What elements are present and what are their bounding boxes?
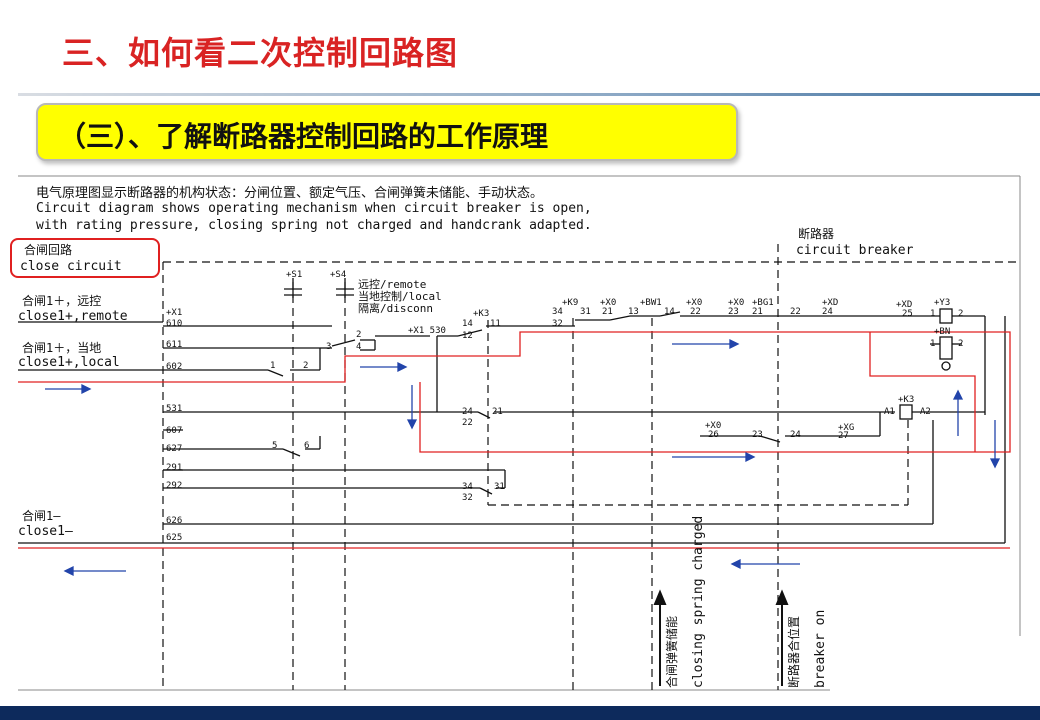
terminal-627: 627	[166, 444, 182, 454]
pin-24c: 24	[790, 430, 801, 440]
pin-22b: 22	[790, 307, 801, 317]
pin-31b: 31	[494, 482, 505, 492]
s4-disconn: 隔离/disconn	[358, 301, 433, 315]
pin-y3-2: 2	[958, 309, 963, 319]
close1m-en: close1—	[18, 524, 73, 539]
pin-21c: 21	[492, 407, 503, 417]
pin-14b: 14	[664, 307, 675, 317]
terminal-607: 607	[166, 426, 182, 436]
device-bn: +BN	[934, 327, 950, 337]
pin-22: 22	[690, 307, 701, 317]
device-s4: +S4	[330, 270, 346, 280]
pin-24: 24	[822, 307, 833, 317]
pin-25: 25	[902, 309, 913, 319]
terminal-x1: +X1	[166, 308, 182, 318]
pin-1: 1	[270, 361, 275, 371]
close1m-cn: 合闸1—	[22, 508, 61, 523]
device-xd-2: +XD	[896, 300, 912, 310]
breaker-cn: 断路器	[798, 226, 834, 241]
pin-2b: 2	[356, 330, 361, 340]
device-xd-1: +XD	[822, 298, 838, 308]
pin-11: 11	[490, 319, 501, 329]
terminal-602: 602	[166, 362, 182, 372]
pin-32b: 32	[462, 493, 473, 503]
close-circuit-cn: 合闸回路	[24, 242, 72, 257]
pin-31: 31	[580, 307, 591, 317]
subtitle-text: （三）、了解断路器控制回路的工作原理	[58, 120, 549, 153]
pin-21b: 21	[752, 307, 763, 317]
bk-on-cn: 断路器合位置	[786, 616, 801, 688]
close1p-remote-cn: 合闸1＋，远控	[22, 293, 101, 308]
device-xg: +XG	[838, 423, 854, 433]
device-s1: +S1	[286, 270, 302, 280]
device-y3: +Y3	[934, 298, 950, 308]
pin-4: 4	[356, 342, 361, 352]
device-x0-3: +X0	[728, 298, 744, 308]
device-a1: A1	[884, 407, 895, 417]
close-circuit-box	[10, 238, 160, 278]
pin-y3-1: 1	[930, 309, 935, 319]
pin-6: 6	[304, 441, 309, 451]
terminal-291: 291	[166, 463, 182, 473]
terminal-626: 626	[166, 516, 182, 526]
terminal-292: 292	[166, 481, 182, 491]
subtitle-box: （三）、了解断路器控制回路的工作原理	[36, 103, 738, 161]
device-k3-coil: +K3	[898, 395, 914, 405]
slide-title: 三、如何看二次控制回路图	[62, 34, 459, 72]
terminal-625: 625	[166, 533, 182, 543]
s4-local: 当地控制/local	[358, 289, 442, 303]
pin-13: 13	[628, 307, 639, 317]
device-a2: A2	[920, 407, 931, 417]
device-x0-4: +X0	[705, 421, 721, 431]
terminal-610: 610	[166, 319, 182, 329]
pin-34: 34	[552, 307, 563, 317]
pin-5: 5	[272, 441, 277, 451]
device-k3-top: +K3	[473, 309, 489, 319]
note-cn: 电气原理图显示断路器的机构状态：分闸位置、额定气压、合闸弹簧未储能、手动状态。	[36, 186, 544, 201]
pin-23b: 23	[752, 430, 763, 440]
spring-cn: 合闸弹簧储能	[664, 616, 679, 688]
pin-24b: 24	[462, 407, 473, 417]
pin-22c: 22	[462, 418, 473, 428]
pin-12: 12	[462, 331, 473, 341]
pin-2: 2	[303, 361, 308, 371]
pin-14: 14	[462, 319, 473, 329]
note-en-2: with rating pressure, closing spring not…	[36, 218, 592, 233]
device-x1-530: +X1 530	[408, 326, 446, 336]
device-x0-2: +X0	[686, 298, 702, 308]
close1p-local-en: close1+,local	[18, 355, 120, 370]
footer-bar	[0, 706, 1040, 720]
spring-en: closing spring charged	[691, 516, 706, 688]
device-k9: +K9	[562, 298, 578, 308]
breaker-en: circuit breaker	[796, 243, 914, 258]
close1p-remote-en: close1+,remote	[18, 309, 128, 324]
bk-on-en: breaker on	[813, 610, 828, 688]
device-bg1: +BG1	[752, 298, 774, 308]
s4-remote: 远控/remote	[358, 277, 426, 291]
pin-26: 26	[708, 430, 719, 440]
pin-bn-2: 2	[958, 339, 963, 349]
pin-34b: 34	[462, 482, 473, 492]
close-circuit-en: close circuit	[20, 259, 122, 274]
terminal-531: 531	[166, 404, 182, 414]
device-bw1: +BW1	[640, 298, 662, 308]
title-divider	[18, 93, 1040, 96]
pin-32: 32	[552, 319, 563, 329]
pin-23: 23	[728, 307, 739, 317]
note-en-1: Circuit diagram shows operating mechanis…	[36, 201, 592, 216]
pin-21: 21	[602, 307, 613, 317]
pin-bn-1: 1	[930, 339, 935, 349]
device-x0-1: +X0	[600, 298, 616, 308]
pin-27: 27	[838, 431, 849, 441]
terminal-611: 611	[166, 340, 182, 350]
close1p-local-cn: 合闸1＋，当地	[22, 340, 101, 355]
pin-3: 3	[326, 342, 331, 352]
